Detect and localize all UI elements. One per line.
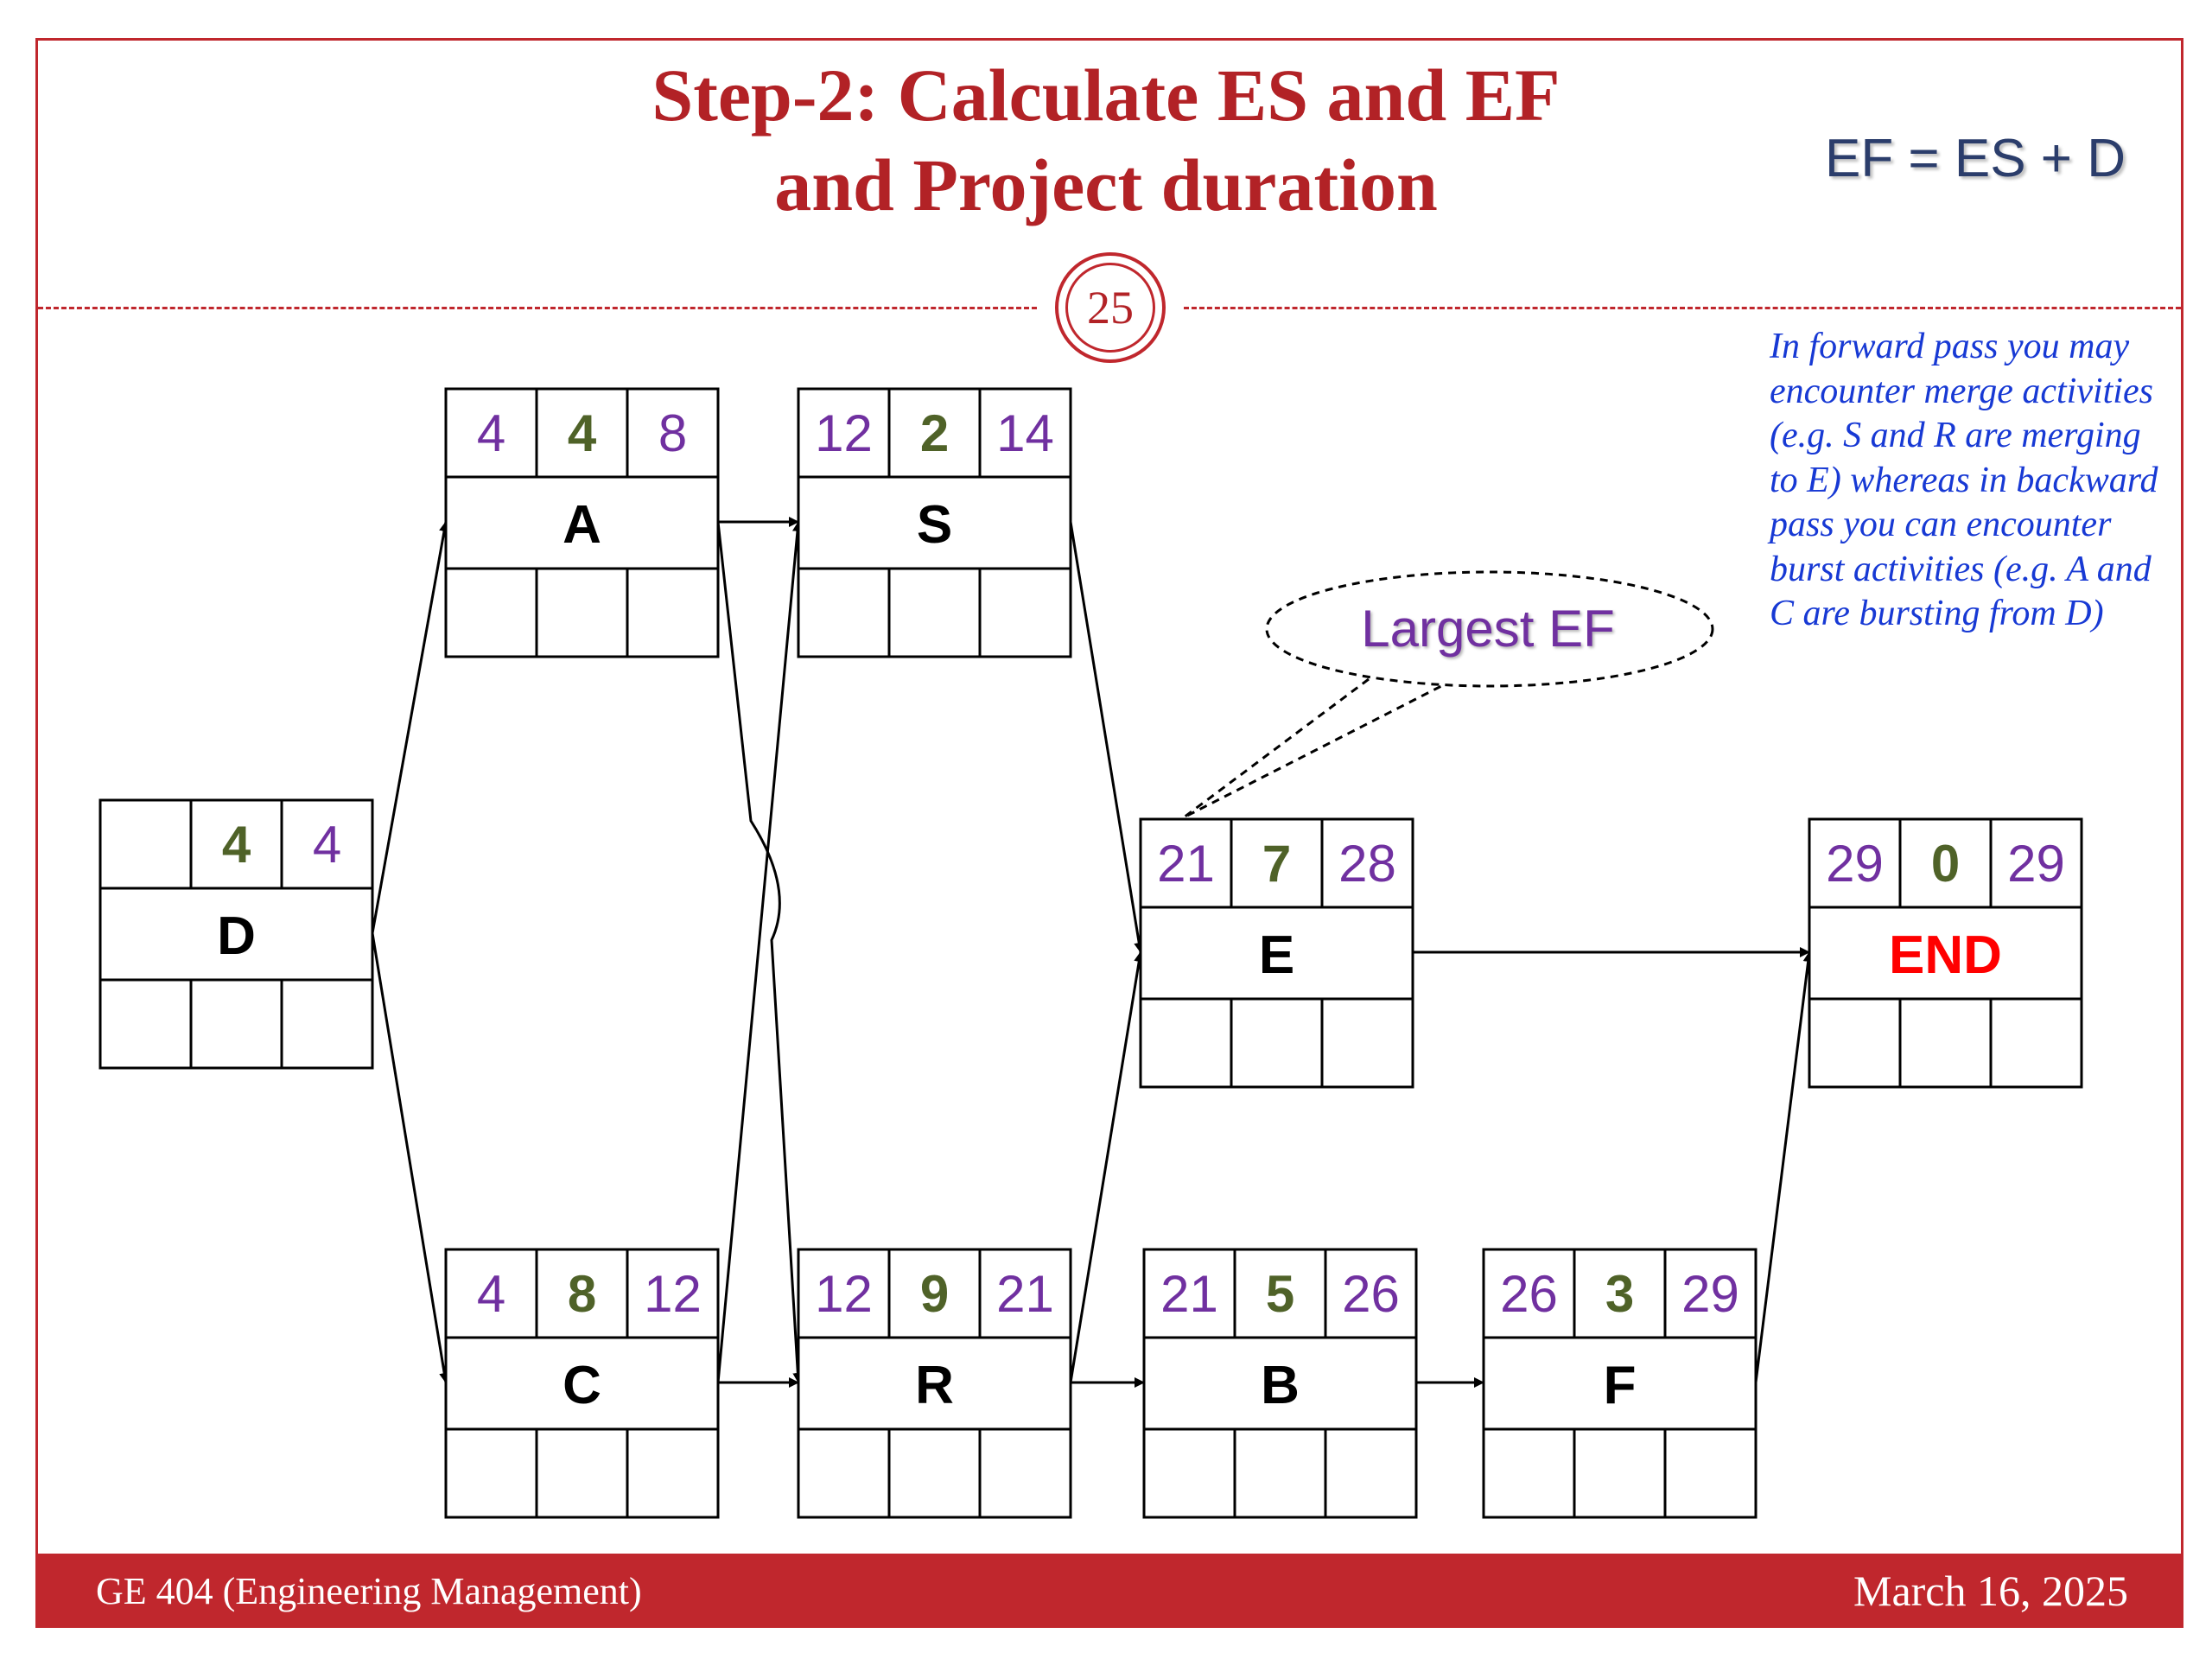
edge-d-a: [371, 521, 449, 934]
node-box: [797, 387, 1072, 658]
node-ef: 21: [996, 1265, 1054, 1323]
node-r: 12 9 21R: [797, 1248, 1072, 1519]
node-box: [99, 798, 374, 1070]
ef-formula: EF = ES + D: [1824, 129, 2126, 188]
node-box: [797, 1248, 1072, 1519]
node-label: F: [1604, 1356, 1637, 1415]
node-duration: 2: [920, 404, 949, 462]
edge-c-s: [716, 521, 803, 1383]
node-es: 12: [815, 1265, 873, 1323]
callout-pointer: [1183, 677, 1446, 819]
node-s: 12 2 14S: [797, 387, 1072, 658]
node-duration: 9: [920, 1265, 949, 1323]
node-b: 21 5 26B: [1142, 1248, 1418, 1519]
node-es: 21: [1160, 1265, 1218, 1323]
node-box: [1808, 817, 2083, 1089]
node-label: R: [915, 1356, 954, 1415]
title-line-1: Step-2: Calculate ES and EF: [652, 54, 1560, 137]
node-duration: 0: [1931, 835, 1960, 893]
node-label: B: [1261, 1356, 1300, 1415]
title-line-2: and Project duration: [774, 143, 1438, 226]
footer-bar: GE 404 (Engineering Management) March 16…: [35, 1554, 2183, 1628]
node-label: END: [1889, 925, 2002, 985]
node-duration: 4: [568, 404, 597, 462]
edges-layer: [371, 517, 1814, 1388]
node-duration: 5: [1266, 1265, 1294, 1323]
slide-title: Step-2: Calculate ES and EF and Project …: [432, 50, 1780, 230]
node-es: 26: [1500, 1265, 1558, 1323]
node-box: [444, 1248, 720, 1519]
callout-text: Largest EF: [1361, 600, 1614, 658]
slide-number-badge: 25: [1055, 252, 1166, 363]
node-es: 4: [477, 404, 505, 462]
node-a: 4 4 8A: [444, 387, 720, 658]
node-ef: 4: [313, 816, 341, 874]
callout-bubble: [1265, 570, 1714, 688]
footer-date: March 16, 2025: [1853, 1567, 2128, 1615]
edge-d-c: [371, 932, 450, 1383]
header-divider-right: [1184, 307, 2181, 309]
node-ef: 12: [644, 1265, 702, 1323]
node-duration: 7: [1262, 835, 1291, 893]
node-box: [1142, 1248, 1418, 1519]
node-ef: 29: [1681, 1265, 1739, 1323]
node-label: S: [917, 495, 952, 555]
header-divider-left: [38, 307, 1037, 309]
node-ef: 28: [1338, 835, 1396, 893]
node-duration: 3: [1605, 1265, 1634, 1323]
node-label: C: [563, 1356, 601, 1415]
node-es: 21: [1157, 835, 1215, 893]
node-label: D: [217, 906, 256, 966]
edge-a-r: [716, 521, 804, 1383]
node-ef: 8: [658, 404, 687, 462]
node-e: 21 7 28E: [1139, 817, 1414, 1089]
node-ef: 29: [2007, 835, 2065, 893]
node-duration: 8: [568, 1265, 596, 1323]
largest-ef-callout: Largest EF: [1183, 570, 1714, 819]
node-es: 4: [477, 1265, 505, 1323]
node-box: [1139, 817, 1414, 1089]
footer-course: GE 404 (Engineering Management): [96, 1570, 642, 1612]
edge-r-e: [1069, 951, 1145, 1383]
node-box: [1482, 1248, 1758, 1519]
node-f: 26 3 29F: [1482, 1248, 1758, 1519]
merge-burst-note: In forward pass you may encounter merge …: [1770, 327, 2158, 633]
node-label: E: [1259, 925, 1294, 985]
edge-s-e: [1069, 521, 1145, 953]
slide-number: 25: [1065, 263, 1155, 353]
node-c: 4 8 12C: [444, 1248, 720, 1519]
edge-f-end: [1754, 951, 1814, 1383]
node-ef: 26: [1342, 1265, 1400, 1323]
node-es: 29: [1826, 835, 1884, 893]
node-ef: 14: [996, 404, 1054, 462]
node-es: 12: [815, 404, 873, 462]
node-duration: 4: [222, 816, 251, 874]
node-label: A: [563, 495, 601, 555]
node-box: [444, 387, 720, 658]
